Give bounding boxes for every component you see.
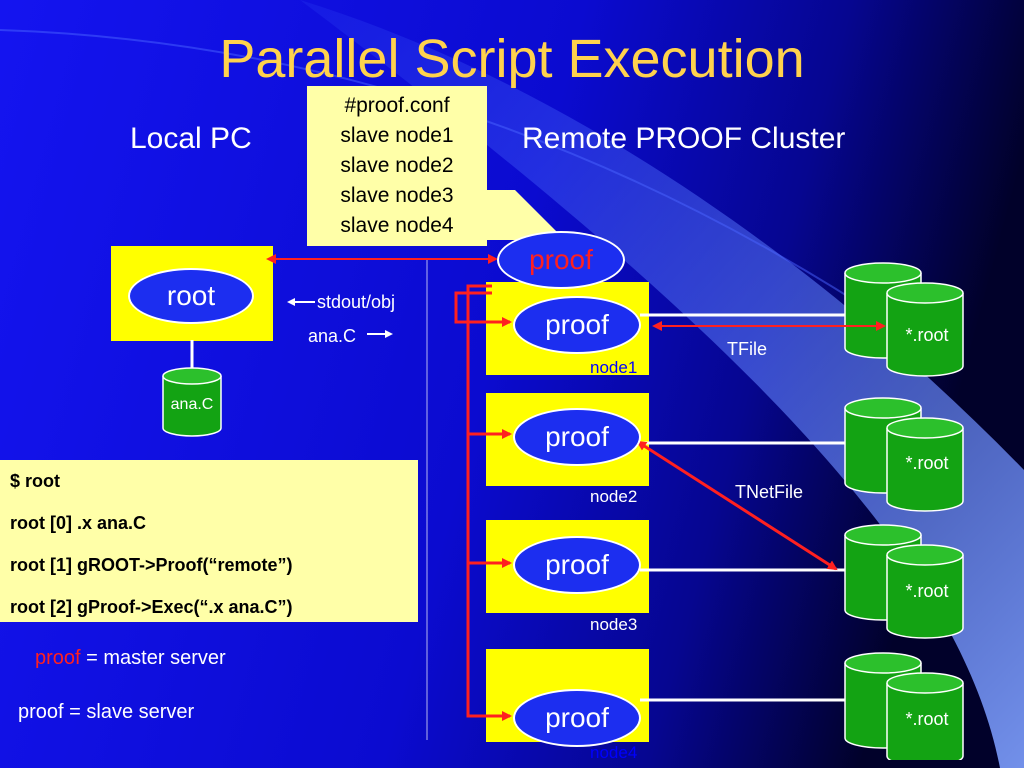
callout-pointer xyxy=(475,190,565,240)
disk-stack-node3 xyxy=(844,524,964,639)
local-pc-label: Local PC xyxy=(130,122,252,155)
local-disk xyxy=(162,340,222,437)
disk-label-node4: *.root xyxy=(905,709,949,729)
master-proof-oval[interactable]: proof xyxy=(497,231,625,289)
conf-line: slave node1 xyxy=(340,124,454,147)
node3-label: node3 xyxy=(590,615,638,634)
disk-label-node3: *.root xyxy=(905,581,949,601)
legend-slave: proof = slave server xyxy=(18,701,195,723)
slave-proof-node2[interactable]: proof xyxy=(513,408,641,466)
command-box: $ root root [0] .x ana.C root [1] gROOT-… xyxy=(0,460,418,622)
proof-conf-callout: #proof.conf slave node1 slave node2 slav… xyxy=(307,86,487,246)
slide-title: Parallel Script Execution xyxy=(219,29,805,89)
legend-master: proof = master server xyxy=(35,647,226,670)
conf-line: #proof.conf xyxy=(344,94,450,117)
command-line: root [1] gROOT->Proof(“remote”) xyxy=(10,555,293,575)
slave-proof-node3[interactable]: proof xyxy=(513,536,641,594)
disk-stack-node2 xyxy=(844,397,964,512)
command-line: root [0] .x ana.C xyxy=(10,513,147,533)
anac-label: ana.C xyxy=(308,326,357,346)
slave-proof-node1[interactable]: proof xyxy=(513,296,641,354)
disk-stack-node1 xyxy=(844,262,964,377)
command-line: root [2] gProof->Exec(“.x ana.C”) xyxy=(10,597,293,617)
local-io-arrows xyxy=(287,298,393,338)
conf-line: slave node4 xyxy=(340,214,454,237)
remote-cluster-label: Remote PROOF Cluster xyxy=(522,122,846,155)
stdout-obj-label: stdout/obj xyxy=(317,292,396,312)
disk-label-node2: *.root xyxy=(905,453,949,473)
node1-label: node1 xyxy=(590,358,638,377)
root-oval[interactable]: root xyxy=(128,268,254,324)
local-disk-label: ana.C xyxy=(170,396,214,413)
node4-label: node4 xyxy=(590,743,638,762)
tnetfile-label: TNetFile xyxy=(735,482,804,502)
conf-line: slave node3 xyxy=(340,184,454,207)
remote-disks xyxy=(844,262,964,760)
legend-master-word: proof xyxy=(35,647,81,669)
node2-label: node2 xyxy=(590,487,638,506)
slave-proof-node4[interactable]: proof xyxy=(513,689,641,747)
disk-label-node1: *.root xyxy=(905,325,949,345)
command-line: $ root xyxy=(10,471,61,491)
conf-line: slave node2 xyxy=(340,154,454,177)
tfile-label: TFile xyxy=(727,339,767,359)
disk-stack-node4 xyxy=(844,652,964,760)
legend-master-rest: = master server xyxy=(80,647,226,669)
